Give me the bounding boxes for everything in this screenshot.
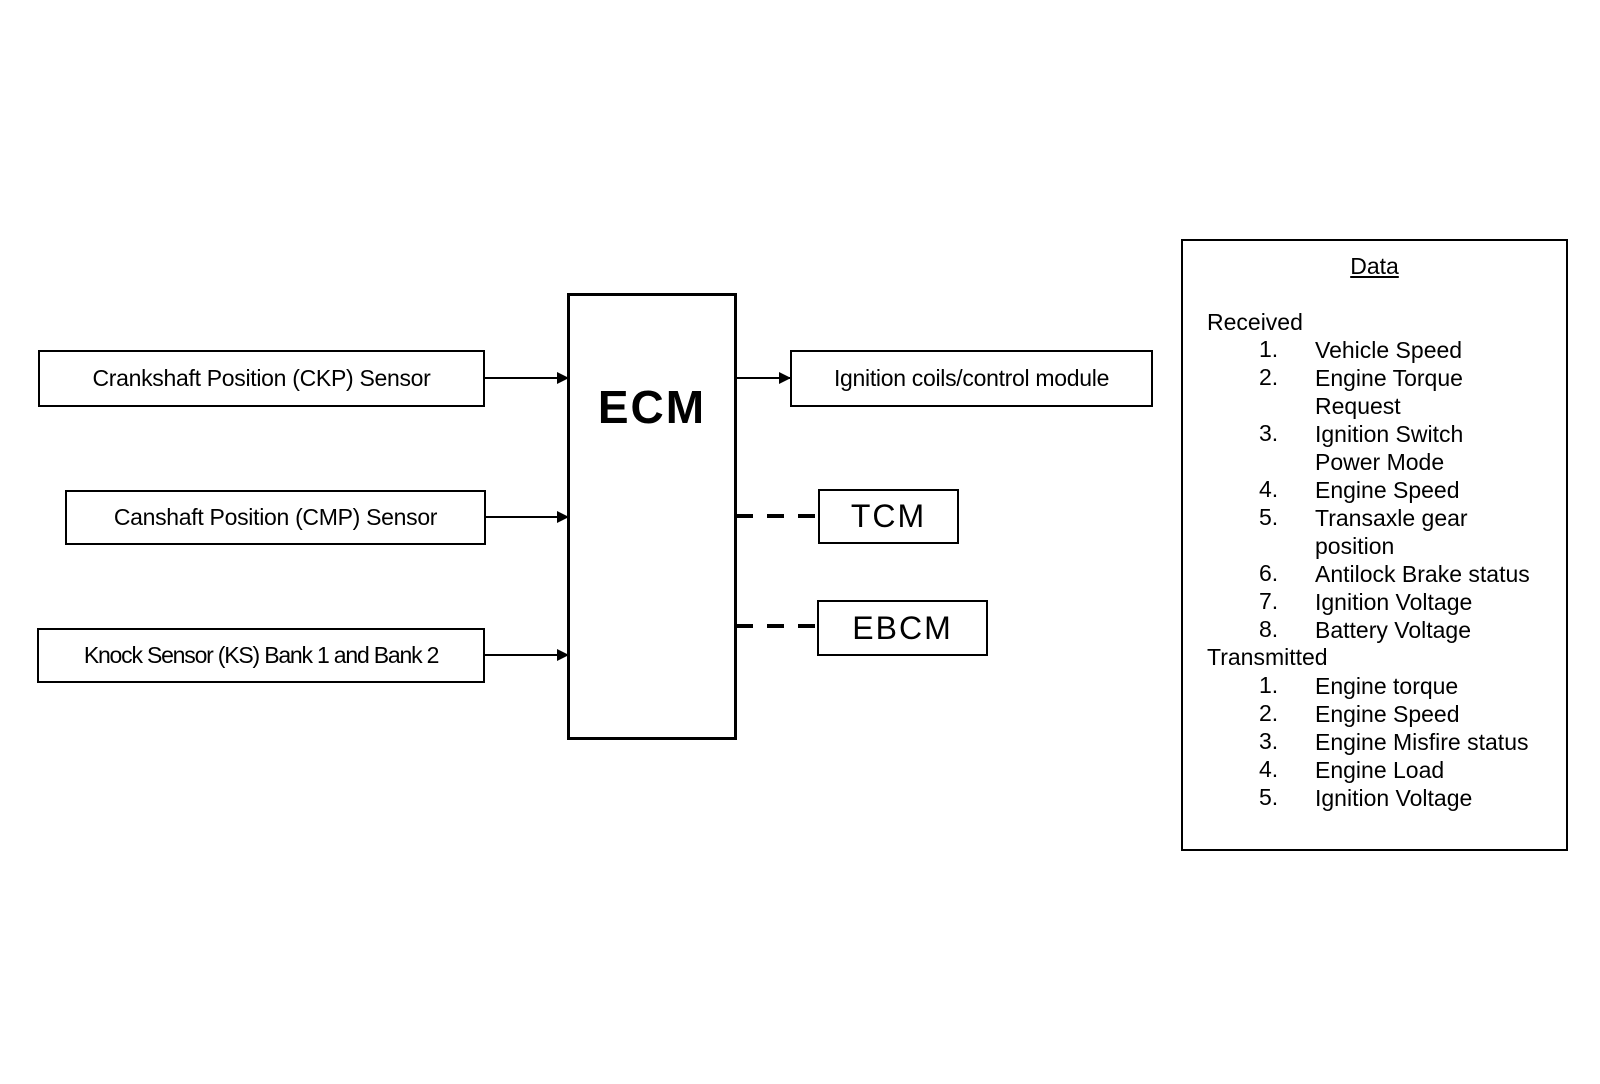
item-text: Engine Load: [1315, 757, 1445, 783]
item-text: Engine Torque: [1315, 365, 1463, 391]
item-number: 5.: [1259, 504, 1279, 530]
ebcm-box: EBCM: [817, 600, 988, 656]
item-number: 1.: [1259, 336, 1279, 362]
item-text: Engine Speed: [1315, 701, 1460, 727]
received-heading: Received: [1207, 309, 1303, 335]
data-panel-title: Data: [1350, 253, 1399, 279]
knock-sensor-box: Knock Sensor (KS) Bank 1 and Bank 2: [37, 628, 485, 683]
item-number: 5.: [1259, 784, 1279, 810]
ignition-coils-label: Ignition coils/control module: [833, 365, 1110, 391]
ecm-block: ECM: [567, 293, 737, 740]
tcm-box: TCM: [818, 489, 959, 544]
cmp-sensor-box: Canshaft Position (CMP) Sensor: [65, 490, 486, 545]
ecm-label: ECM: [597, 381, 707, 433]
item-number: 2.: [1259, 700, 1279, 726]
tcm-label: TCM: [850, 498, 927, 534]
ckp-sensor-label: Crankshaft Position (CKP) Sensor: [92, 365, 431, 391]
item-text: Ignition Voltage: [1315, 589, 1473, 615]
ignition-coils-box: Ignition coils/control module: [790, 350, 1153, 407]
item-number: 3.: [1259, 420, 1279, 446]
ebcm-label: EBCM: [852, 609, 953, 646]
item-text: Engine torque: [1315, 673, 1459, 699]
item-text: Battery Voltage: [1315, 617, 1471, 643]
knock-sensor-label: Knock Sensor (KS) Bank 1 and Bank 2: [83, 642, 440, 668]
item-text-continued: Power Mode: [1315, 449, 1445, 475]
transmitted-heading: Transmitted: [1207, 644, 1328, 670]
item-text: Vehicle Speed: [1315, 337, 1463, 363]
item-number: 2.: [1259, 364, 1279, 390]
item-number: 1.: [1259, 672, 1279, 698]
item-number: 3.: [1259, 728, 1279, 754]
item-text-continued: position: [1315, 533, 1395, 559]
ckp-sensor-box: Crankshaft Position (CKP) Sensor: [38, 350, 485, 407]
item-number: 4.: [1259, 756, 1279, 782]
item-number: 6.: [1259, 560, 1279, 586]
cmp-sensor-label: Canshaft Position (CMP) Sensor: [113, 504, 438, 530]
item-text: Engine Misfire status: [1315, 729, 1529, 755]
item-text-continued: Request: [1315, 393, 1401, 419]
item-number: 8.: [1259, 616, 1279, 642]
item-text: Engine Speed: [1315, 477, 1460, 503]
data-panel: Data Received 1. Vehicle Speed 2. Engine…: [1181, 239, 1568, 851]
item-text: Antilock Brake status: [1315, 561, 1530, 587]
item-number: 4.: [1259, 476, 1279, 502]
item-text: Ignition Voltage: [1315, 785, 1473, 811]
item-text: Ignition Switch: [1315, 421, 1464, 447]
item-number: 7.: [1259, 588, 1279, 614]
item-text: Transaxle gear: [1315, 505, 1468, 531]
